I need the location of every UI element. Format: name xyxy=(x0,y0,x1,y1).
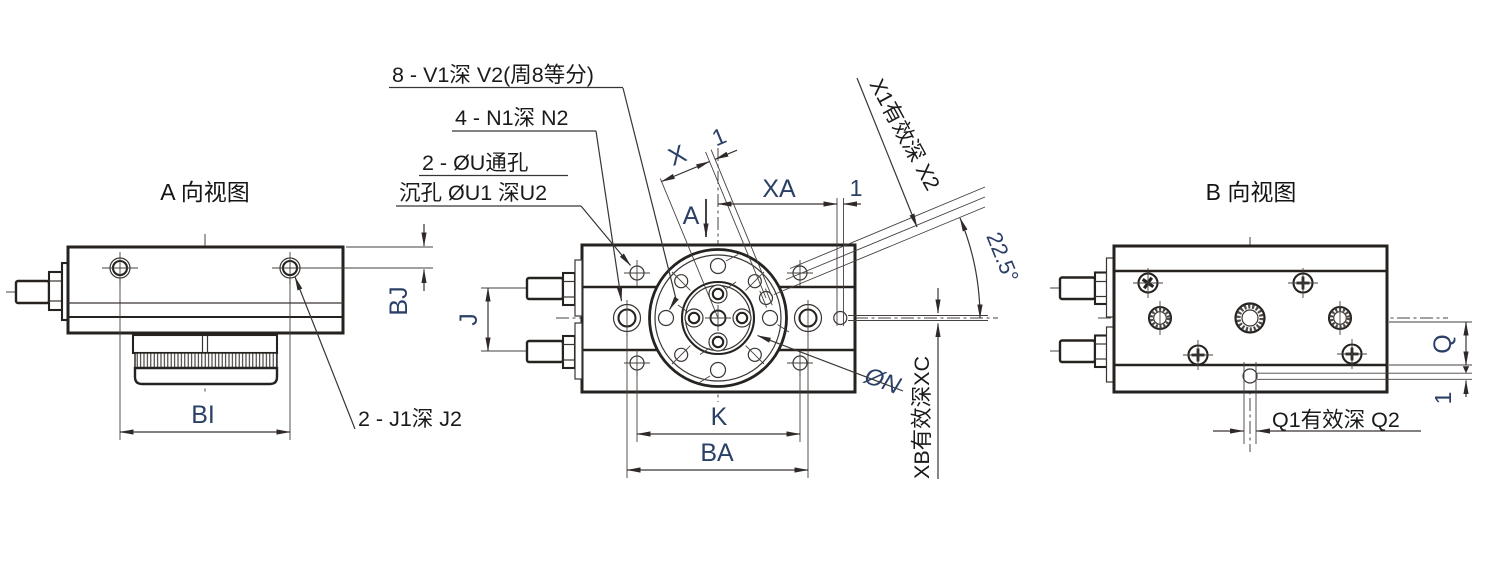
note-label-v1: 8 - V1深 V2(周8等分) xyxy=(392,63,594,87)
view-b-threaded-holes xyxy=(1147,301,1353,335)
dim-label-ba: BA xyxy=(700,439,734,467)
view-b-q1-hole xyxy=(1242,362,1472,444)
view-a-dim-bj: BJ xyxy=(303,224,433,316)
center-note-leaders xyxy=(389,86,679,310)
note-label-xb: XB有效深XC xyxy=(910,356,934,479)
dim-label-bi: BI xyxy=(191,401,215,429)
view-b-screws xyxy=(1133,268,1367,370)
dim-label-q: Q xyxy=(1429,334,1457,353)
center-dim-xa: XA 1 xyxy=(717,175,863,207)
dim-label-bj: BJ xyxy=(385,286,413,315)
dim-label-q-offset: 1 xyxy=(1430,392,1456,405)
note-label-u-line1: 2 - ØU通孔 xyxy=(422,151,528,175)
view-a: A 向视图 xyxy=(6,179,462,440)
view-b-title: B 向视图 xyxy=(1206,179,1297,205)
note-label-x1: X1有效深 X2 xyxy=(865,75,945,195)
center-small-hole xyxy=(833,198,848,326)
center-flange xyxy=(648,248,790,388)
view-b: B 向视图 xyxy=(1050,179,1472,452)
note-label-j1: 2 - J1深 J2 xyxy=(358,407,462,431)
view-arrow-label-a: A xyxy=(683,202,700,230)
center-corner-holes xyxy=(624,260,813,376)
dim-label-xa-offset: 1 xyxy=(850,175,863,201)
dim-label-x-offset: 1 xyxy=(708,122,730,151)
center-ports xyxy=(525,259,583,380)
center-dim-j: J xyxy=(455,287,523,352)
note-label-u-line2: 沉孔 ØU1 深U2 xyxy=(399,181,547,205)
view-b-dim-q: Q 1 xyxy=(1389,321,1472,405)
view-b-note-q1: Q1有效深 Q2 xyxy=(1213,408,1421,434)
view-a-gear xyxy=(131,333,279,386)
view-a-title: A 向视图 xyxy=(160,179,249,205)
view-a-shaft xyxy=(14,261,70,322)
view-a-holes xyxy=(102,252,308,284)
note-label-q1: Q1有效深 Q2 xyxy=(1272,408,1400,432)
view-a-note-j1: 2 - J1深 J2 xyxy=(294,276,462,431)
view-center: 8 - V1深 V2(周8等分) 4 - N1深 N2 2 - ØU通孔 沉孔 … xyxy=(389,63,1024,479)
view-a-dim-bi: BI xyxy=(119,279,291,440)
note-label-n-dia: ØN xyxy=(860,362,905,400)
view-b-ports xyxy=(1058,257,1115,383)
dim-label-xa: XA xyxy=(762,175,796,203)
dim-label-angle: 22.5° xyxy=(981,229,1024,286)
center-view-arrow-a: A xyxy=(683,199,709,238)
dim-label-j: J xyxy=(455,313,483,326)
center-counterbore-holes xyxy=(612,300,823,336)
note-label-n1: 4 - N1深 N2 xyxy=(455,106,569,130)
dim-label-k: K xyxy=(711,403,728,431)
center-dim-k-ba: K BA xyxy=(626,333,809,478)
view-a-body xyxy=(66,245,345,335)
dim-label-x: X xyxy=(664,139,690,171)
